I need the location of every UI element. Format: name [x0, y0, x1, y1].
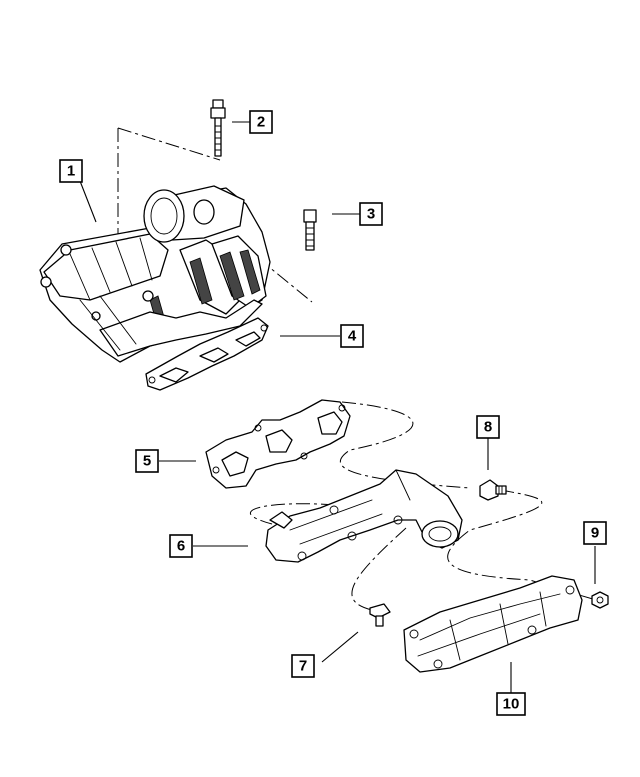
svg-text:7: 7 — [299, 658, 307, 675]
svg-text:1: 1 — [67, 163, 75, 180]
callout-4: 4 — [340, 324, 364, 348]
callout-1: 1 — [59, 159, 83, 183]
leader-lines — [79, 121, 596, 693]
svg-text:3: 3 — [367, 206, 375, 223]
callout-10: 10 — [496, 692, 526, 716]
svg-text:2: 2 — [257, 114, 265, 131]
heat-shield-icon — [403, 575, 583, 673]
bolt-icon — [303, 209, 317, 251]
callout-5: 5 — [135, 449, 159, 473]
intake-manifold-icon — [39, 185, 271, 363]
bolt-icon — [369, 603, 391, 627]
stud-icon — [479, 479, 507, 501]
callout-3: 3 — [359, 202, 383, 226]
intake-gasket-icon — [145, 317, 269, 391]
svg-text:5: 5 — [143, 453, 151, 470]
nut-icon — [591, 591, 609, 609]
svg-text:9: 9 — [591, 525, 599, 542]
bolt-icon — [210, 99, 226, 157]
callout-9: 9 — [583, 521, 607, 545]
exhaust-manifold-icon — [265, 469, 463, 563]
callout-7: 7 — [291, 654, 315, 678]
exhaust-gasket-icon — [205, 399, 351, 489]
svg-text:6: 6 — [177, 538, 185, 555]
svg-text:8: 8 — [484, 419, 492, 436]
callout-8: 8 — [476, 415, 500, 439]
svg-text:10: 10 — [503, 696, 520, 713]
svg-text:4: 4 — [348, 328, 357, 345]
callout-2: 2 — [249, 110, 273, 134]
callout-6: 6 — [169, 534, 193, 558]
